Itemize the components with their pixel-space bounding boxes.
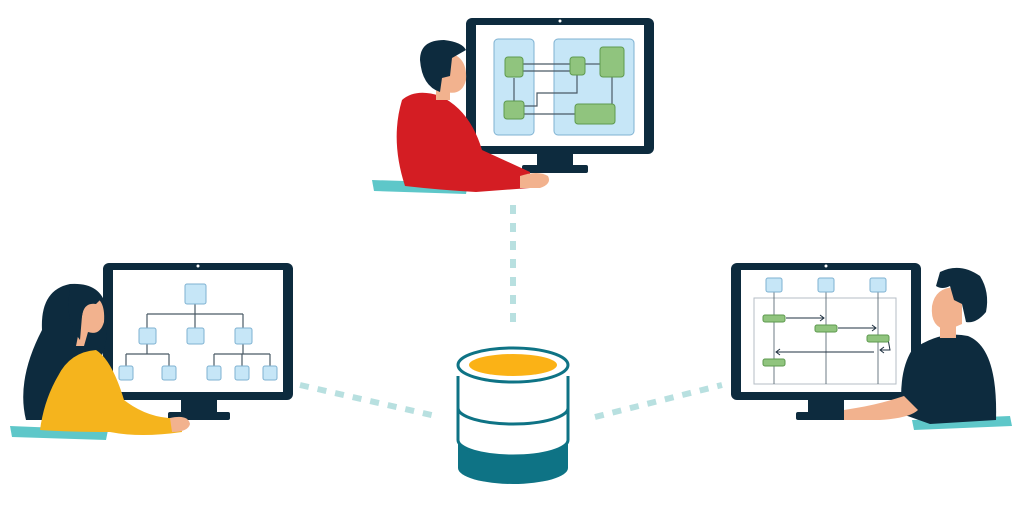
link-right — [594, 382, 723, 420]
person-left — [23, 283, 190, 435]
connection-lines — [299, 205, 723, 420]
sequence-diagram — [753, 277, 897, 385]
person-right — [844, 267, 997, 424]
workstation-right — [731, 263, 1012, 430]
person-top — [396, 40, 549, 192]
workstation-top — [372, 18, 654, 194]
database-icon — [456, 346, 570, 484]
workstation-left — [10, 263, 293, 440]
block-diagram — [493, 38, 635, 136]
org-chart-diagram — [118, 283, 278, 381]
link-left — [299, 382, 441, 420]
